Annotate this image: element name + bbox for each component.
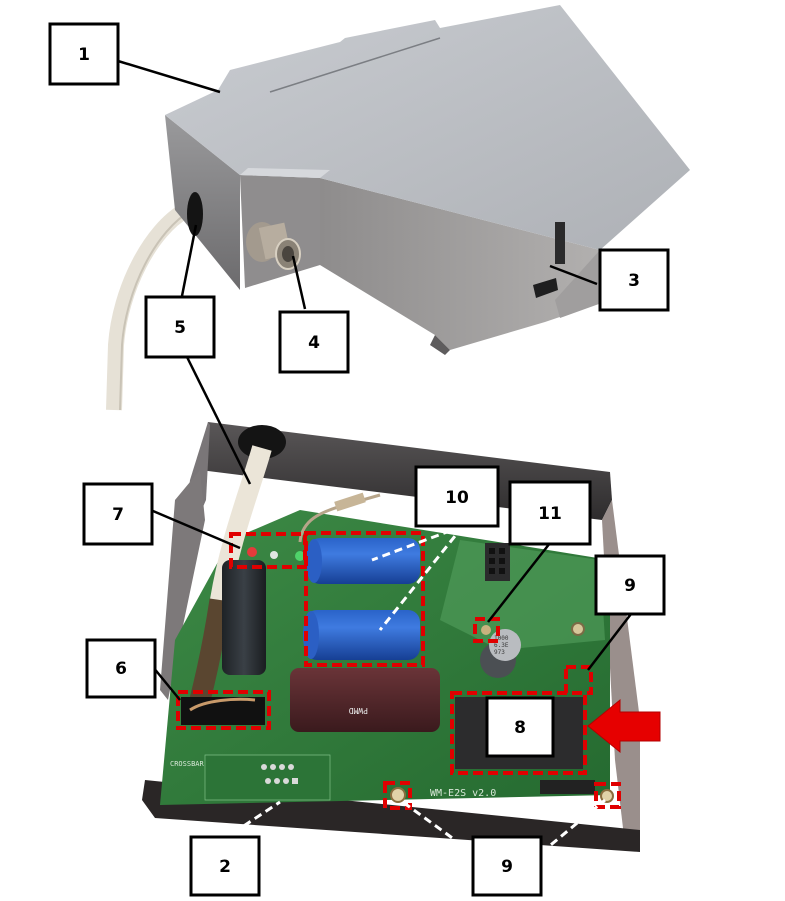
cable-grommet (238, 425, 286, 459)
callout-7: 7 (82, 482, 154, 546)
test-point (481, 625, 491, 635)
svg-text:9: 9 (501, 857, 513, 877)
leader-lines-solid (117, 59, 632, 701)
callouts: 1 3 4 5 7 10 11 9 (48, 22, 670, 897)
svg-text:6.3E: 6.3E (494, 642, 509, 649)
svg-text:PWMD: PWMD (349, 706, 368, 715)
mounting-hole-upper (571, 622, 585, 636)
callout-9-upper: 9 (594, 554, 666, 616)
cable-entry (187, 192, 203, 236)
callout-9-bottom: 9 (471, 835, 543, 897)
highlight-boxes (176, 531, 621, 810)
svg-text:1: 1 (78, 45, 90, 65)
svg-text:5: 5 (174, 318, 186, 338)
bottom-pin-header (540, 780, 595, 794)
svg-text:2: 2 (219, 857, 231, 877)
highlight-hole-bottom-right (594, 782, 621, 809)
callout-6: 6 (85, 638, 157, 699)
pcb-board-id: WM-E2S v2.0 (430, 788, 496, 799)
callout-4: 4 (278, 310, 350, 374)
led-red (247, 547, 257, 557)
enclosure-top-cover (165, 5, 690, 250)
highlight-supercaps (304, 531, 425, 667)
mounting-hole-bottom-left (390, 787, 406, 803)
enclosure-front-side (165, 115, 240, 290)
latch (555, 222, 565, 264)
svg-text:10: 10 (445, 488, 469, 508)
capacitor-small: 1000 6.3E 973 (480, 629, 521, 678)
closed-enclosure (106, 5, 690, 411)
callout-2: 2 (189, 835, 261, 897)
svg-text:7: 7 (112, 505, 124, 525)
svg-text:8: 8 (514, 718, 526, 738)
cable-closed (106, 203, 191, 411)
highlight-test-point (473, 617, 500, 643)
highlight-terminal (176, 690, 271, 730)
led-green (295, 551, 305, 561)
svg-text:6: 6 (115, 659, 127, 679)
callout-8: 8 (485, 696, 555, 758)
callout-10: 10 (414, 465, 500, 528)
pcb-corner-label: CROSSBAR (170, 760, 205, 768)
programming-pads (261, 764, 298, 784)
supercapacitor-2 (303, 610, 420, 660)
callout-3: 3 (598, 248, 670, 312)
led-white (270, 551, 278, 559)
pin-header (485, 543, 510, 581)
svg-text:11: 11 (538, 504, 562, 524)
capacitor-black (222, 560, 266, 675)
leader-lines-dashed (232, 524, 606, 855)
callout-5: 5 (144, 295, 216, 359)
highlight-hole-bottom-left (383, 781, 412, 810)
svg-text:4: 4 (308, 333, 320, 353)
callout-11: 11 (508, 480, 592, 546)
enclosure-right-side (320, 178, 610, 350)
svg-text:973: 973 (494, 649, 505, 656)
svg-text:3: 3 (628, 271, 640, 291)
supercapacitor-1 (306, 538, 420, 584)
highlight-sim-holder (450, 691, 587, 775)
svg-text:9: 9 (624, 576, 636, 596)
sim-insert-arrow (587, 698, 661, 754)
capacitor-brown: PWMD (290, 668, 440, 732)
svg-text:1000: 1000 (494, 635, 509, 642)
callout-1: 1 (48, 22, 120, 86)
